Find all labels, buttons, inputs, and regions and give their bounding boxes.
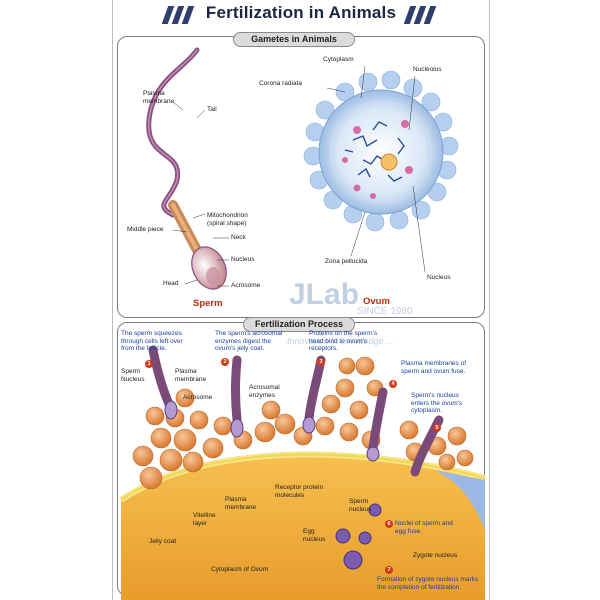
gametes-title: Gametes in Animals xyxy=(233,32,355,47)
label-cytoplasm: Cytoplasm xyxy=(323,56,354,63)
label-process-acrosome: Acrosome xyxy=(183,394,213,401)
label-tail: Tail xyxy=(207,106,217,113)
label-zona-pellucida: Zona pellucida xyxy=(325,258,368,265)
label-zygote-nucleus: Zygote nucleus xyxy=(413,552,458,559)
label-jelly-coat: Jelly coat xyxy=(149,538,177,545)
step-1-number: 1 xyxy=(145,360,153,368)
ovum-cytoplasm xyxy=(121,453,485,600)
label-vitelline-layer: Vitelline layer xyxy=(193,512,216,527)
step-4-text: Plasma membranes of sperm and ovum fuse. xyxy=(401,360,467,375)
fusing-nucleus-dot xyxy=(358,531,372,545)
step-3-number: 3 xyxy=(317,358,325,366)
label-sperm-nucleus: Sperm Nucleus xyxy=(121,368,145,383)
egg-nucleus-dot xyxy=(335,528,351,544)
step-7-text: Formation of zygote nucleus marks the co… xyxy=(377,576,479,591)
process-sperm-2 xyxy=(230,355,244,438)
label-process-plasma-membrane-2: Plasma membrane xyxy=(225,496,257,511)
label-receptor-protein: Receptor protein molecules xyxy=(275,484,324,499)
watermark-tagline: Innovation in knowledge ... xyxy=(287,336,394,346)
poster-title: Fertilization in Animals xyxy=(205,3,397,22)
label-middle-piece: Middle piece xyxy=(127,226,164,233)
zygote-nucleus-dot xyxy=(343,550,363,570)
step-6-text: Nuclei of sperm and egg fuse. xyxy=(395,520,453,535)
label-process-plasma-membrane: Plasma membrane xyxy=(175,368,207,383)
watermark-since: SINCE 1980 xyxy=(357,306,413,317)
label-neck: Neck xyxy=(231,234,246,241)
step-3-text: Proteins on the sperm's head bind to ovu… xyxy=(309,330,378,352)
poster: Fertilization in Animals Gametes in Anim… xyxy=(112,0,490,600)
step-5-number: 5 xyxy=(433,424,441,432)
step-6-number: 6 xyxy=(385,520,393,528)
sperm-nucleus-dot xyxy=(368,503,382,517)
caption-sperm: Sperm xyxy=(193,298,223,309)
label-nucleolus: Nucleolus xyxy=(413,66,442,73)
label-acrosome: Acrosome xyxy=(231,282,261,289)
process-sperm-4 xyxy=(366,387,388,462)
step-5-text: Sperm's nucleus enters the ovum's cytopl… xyxy=(411,392,463,414)
label-corona-radiata: Corona radiata xyxy=(259,80,302,87)
watermark-brand: JLab xyxy=(289,278,360,311)
step-1-text: The sperm squeezes through cells left ov… xyxy=(121,330,183,352)
step-2-text: The sperm's acrosomal enzymes digest the… xyxy=(215,330,283,352)
process-title: Fertilization Process xyxy=(243,317,355,332)
illustration xyxy=(119,47,486,600)
label-mitochondrion: Mitochondrion (spiral shape) xyxy=(207,212,248,227)
label-ovum-nucleus: Nucleus xyxy=(427,274,451,281)
follicle-cells xyxy=(132,356,474,490)
label-plasma-membrane: Plasma membrane xyxy=(143,90,175,105)
label-nucleus: Nucleus xyxy=(231,256,255,263)
process-sperm-1 xyxy=(148,345,178,420)
step-7-number: 7 xyxy=(385,566,393,574)
caption-ovum: Ovum xyxy=(363,296,390,307)
step-2-number: 2 xyxy=(221,358,229,366)
step-4-number: 4 xyxy=(389,380,397,388)
label-egg-nucleus: Egg nucleus xyxy=(303,528,326,543)
ovum xyxy=(303,70,459,232)
label-head: Head xyxy=(163,280,179,287)
title-bar: Fertilization in Animals xyxy=(113,0,489,30)
label-cytoplasm-of-ovum: Cytoplasm of Ovum xyxy=(211,566,269,573)
label-acrosomal-enzymes: Acrosomal enzymes xyxy=(249,384,280,399)
label-sperm-nucleus-2: Sperm nucleus xyxy=(349,498,372,513)
